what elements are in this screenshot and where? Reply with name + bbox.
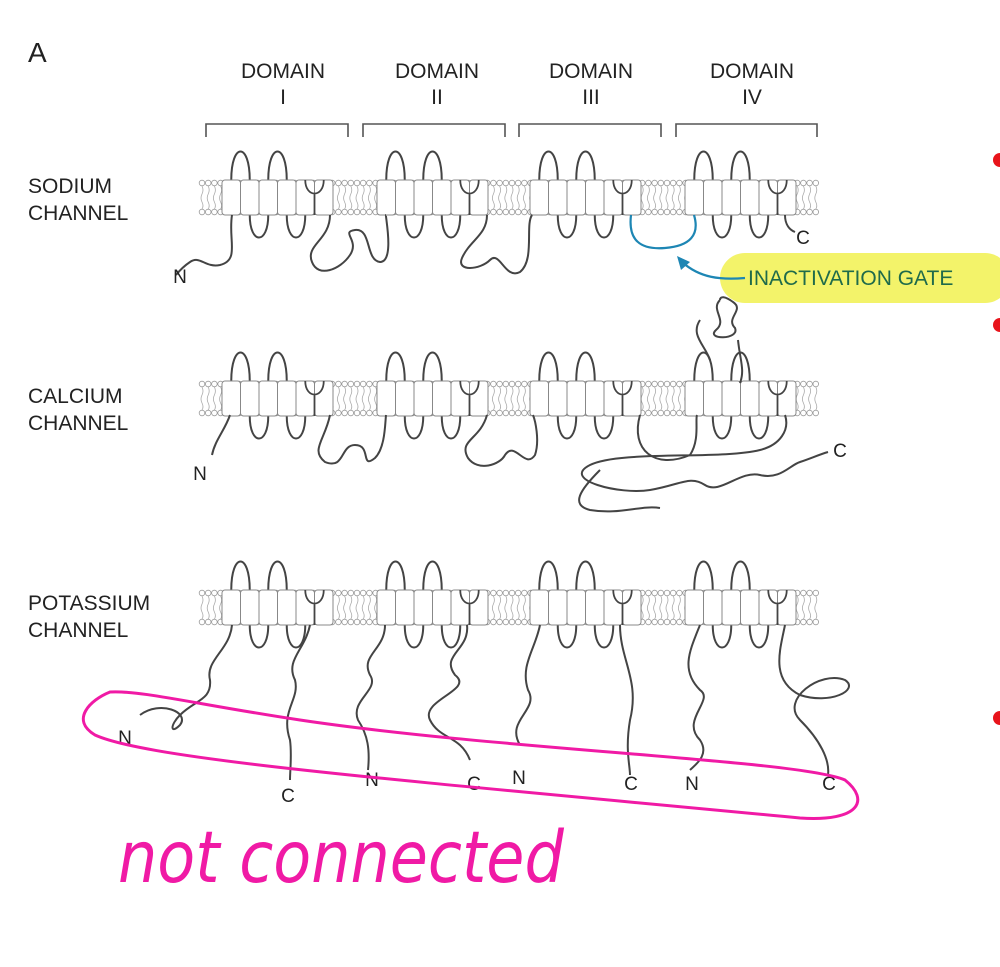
calcium-channel-label-2: CHANNEL xyxy=(28,412,128,435)
calcium-domain-1 xyxy=(221,351,334,440)
sodium-domain-2 xyxy=(376,150,489,239)
domain-2-title: DOMAIN xyxy=(395,60,479,83)
potassium-domain-3 xyxy=(529,560,642,649)
potassium-channel-label-1: POTASSIUM xyxy=(28,592,150,615)
potassium-tails xyxy=(139,624,850,781)
sodium-channel-label-2: CHANNEL xyxy=(28,202,128,225)
calcium-domain-4 xyxy=(684,351,797,440)
bullet-icon-3 xyxy=(993,711,1000,725)
calcium-n-terminus: N xyxy=(193,464,207,485)
domain-headers: DOMAIN I DOMAIN II DOMAIN III DOMAIN IV xyxy=(205,60,818,137)
sodium-domain-3 xyxy=(529,150,642,239)
potassium-domain-4 xyxy=(684,560,797,649)
calcium-domain-3 xyxy=(529,351,642,440)
gate-arrow xyxy=(681,261,746,280)
handwritten-note: not connected xyxy=(118,816,564,899)
domain-3-numeral: III xyxy=(582,86,600,109)
arrowhead-icon xyxy=(677,256,690,270)
bullet-icon-2 xyxy=(993,318,1000,332)
domain-4-numeral: IV xyxy=(742,86,762,109)
potassium-n-terminus-4: N xyxy=(685,774,699,795)
domain-3-title: DOMAIN xyxy=(549,60,633,83)
potassium-c-terminus-1: C xyxy=(281,786,295,807)
calcium-c-terminus: C xyxy=(833,441,847,462)
panel-label: A xyxy=(28,37,47,68)
potassium-c-terminus-3: C xyxy=(624,774,638,795)
potassium-domain-2 xyxy=(376,560,489,649)
sodium-n-terminus: N xyxy=(173,267,187,288)
potassium-c-terminus-2: C xyxy=(467,774,481,795)
bullet-icon-1 xyxy=(993,153,1000,167)
inactivation-gate-label: INACTIVATION GATE xyxy=(748,267,953,290)
potassium-channel-label-2: CHANNEL xyxy=(28,619,128,642)
inactivation-gate-callout: INACTIVATION GATE xyxy=(677,253,1000,303)
calcium-channel-label-1: CALCIUM xyxy=(28,385,123,408)
domain-brackets xyxy=(205,123,818,137)
domain-2-numeral: II xyxy=(431,86,443,109)
potassium-n-terminus-3: N xyxy=(512,768,526,789)
domain-1-title: DOMAIN xyxy=(241,60,325,83)
highlight-bubble xyxy=(720,253,1000,303)
sodium-c-terminus: C xyxy=(796,228,810,249)
calcium-tails xyxy=(211,296,829,513)
potassium-c-terminus-4: C xyxy=(822,774,836,795)
potassium-channel-membrane xyxy=(198,560,819,649)
inactivation-gate-loop xyxy=(629,214,697,250)
channel-drawings xyxy=(198,150,819,649)
sodium-domain-1 xyxy=(221,150,334,239)
domain-4-title: DOMAIN xyxy=(710,60,794,83)
sodium-tails xyxy=(175,214,796,276)
potassium-termini: N C N C N C N C xyxy=(118,728,836,807)
sodium-channel-membrane xyxy=(198,150,819,239)
handwritten-ellipse xyxy=(81,690,860,820)
sodium-domain-4 xyxy=(684,150,797,239)
potassium-domain-1 xyxy=(221,560,334,649)
domain-1-numeral: I xyxy=(280,86,286,109)
calcium-channel-membrane xyxy=(198,351,819,440)
calcium-domain-2 xyxy=(376,351,489,440)
potassium-n-terminus-2: N xyxy=(365,770,379,791)
sodium-channel-label-1: SODIUM xyxy=(28,175,112,198)
